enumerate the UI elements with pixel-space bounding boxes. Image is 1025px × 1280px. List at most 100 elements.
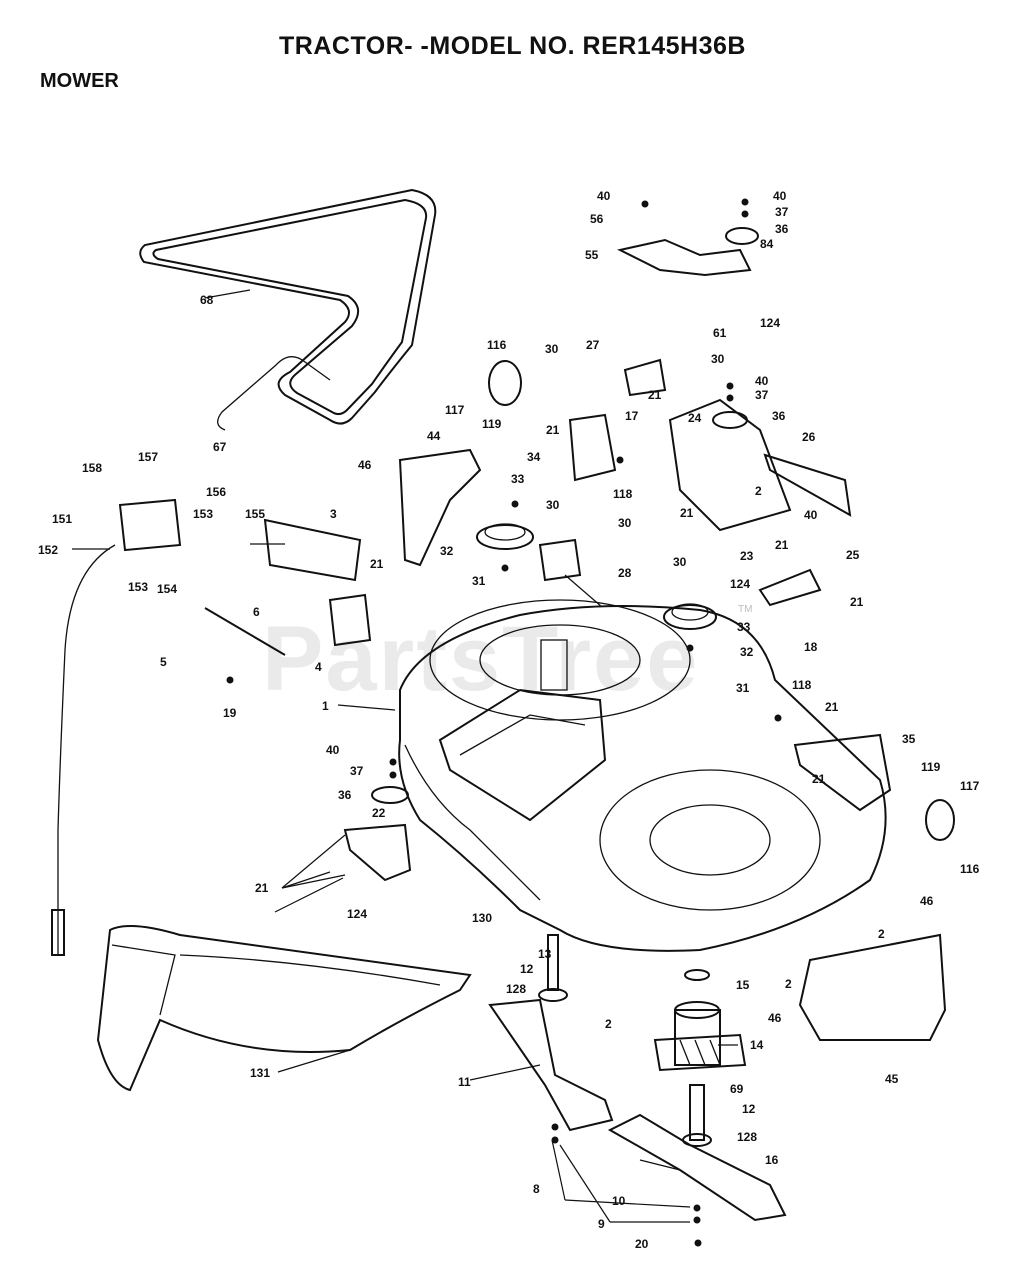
part-label-1: 1 [322,699,329,713]
blades [488,998,787,1222]
part-label-30: 30 [673,555,687,569]
part-label-153: 153 [128,580,148,594]
part-label-27: 27 [586,338,600,352]
part-label-37: 37 [350,764,364,778]
part-label-152: 152 [38,543,58,557]
part-label-40: 40 [773,189,787,203]
part-label-6: 6 [253,605,260,619]
spindle-assembly [653,969,747,1147]
part-label-30: 30 [545,342,559,356]
part-label-21: 21 [680,506,694,520]
part-label-28: 28 [618,566,632,580]
part-label-40: 40 [326,743,340,757]
part-label-2: 2 [878,927,885,941]
part-label-130: 130 [472,911,492,925]
mower-deck [398,599,887,952]
part-label-61: 61 [713,326,727,340]
spindle-shaft [538,934,568,1002]
part-label-21: 21 [775,538,789,552]
part-label-30: 30 [546,498,560,512]
part-label-154: 154 [157,582,177,596]
part-label-18: 18 [804,640,818,654]
brackets [118,238,947,1041]
part-label-151: 151 [52,512,72,526]
part-label-116: 116 [487,338,507,352]
part-label-46: 46 [768,1011,782,1025]
part-label-24: 24 [688,411,702,425]
part-label-45: 45 [885,1072,899,1086]
part-label-21: 21 [825,700,839,714]
part-label-9: 9 [598,1217,605,1231]
part-label-46: 46 [358,458,372,472]
part-label-157: 157 [138,450,158,464]
part-label-40: 40 [755,374,769,388]
part-label-37: 37 [775,205,789,219]
part-label-21: 21 [850,595,864,609]
part-label-5: 5 [160,655,167,669]
part-label-69: 69 [730,1082,744,1096]
part-label-117: 117 [445,403,465,417]
part-label-17: 17 [625,409,639,423]
part-label-20: 20 [635,1237,649,1251]
discharge-chute [96,925,472,1092]
part-label-31: 31 [736,681,750,695]
part-label-2: 2 [755,484,762,498]
part-label-131: 131 [250,1066,270,1080]
part-label-11: 11 [458,1075,471,1089]
part-label-30: 30 [711,352,725,366]
part-label-155: 155 [245,507,265,521]
part-label-13: 13 [538,947,552,961]
part-label-35: 35 [902,732,916,746]
part-label-34: 34 [527,450,541,464]
part-label-31: 31 [472,574,486,588]
part-label-21: 21 [812,772,826,786]
part-label-84: 84 [760,237,774,251]
part-label-124: 124 [760,316,780,330]
part-label-33: 33 [511,472,525,486]
part-label-55: 55 [585,248,599,262]
trademark-mark: TM [738,604,752,615]
part-label-3: 3 [330,507,337,521]
part-label-116: 116 [960,862,980,876]
part-label-21: 21 [648,388,662,402]
section-label: MOWER [40,70,119,92]
part-label-33: 33 [737,620,751,634]
part-label-158: 158 [82,461,102,475]
drive-belt [139,188,437,431]
part-label-119: 119 [921,760,941,774]
part-label-37: 37 [755,388,769,402]
part-label-12: 12 [520,962,534,976]
hardware [226,198,782,1247]
part-label-25: 25 [846,548,860,562]
part-label-16: 16 [765,1153,779,1167]
part-label-67: 67 [213,440,227,454]
part-label-23: 23 [740,549,754,563]
part-label-156: 156 [206,485,226,499]
part-label-10: 10 [612,1194,626,1208]
part-label-15: 15 [736,978,750,992]
part-label-124: 124 [347,907,367,921]
part-label-124: 124 [730,577,750,591]
part-label-32: 32 [740,645,754,659]
part-label-117: 117 [960,779,980,793]
part-label-8: 8 [533,1182,540,1196]
part-label-128: 128 [506,982,526,996]
part-label-21: 21 [370,557,384,571]
cable [51,544,116,956]
part-label-36: 36 [338,788,352,802]
part-label-19: 19 [223,706,237,720]
part-label-128: 128 [737,1130,757,1144]
part-labels: 1 2 2 2 2 3 4 5 6 8 9 10 11 12 12 13 14 … [38,189,980,1251]
part-label-118: 118 [613,487,633,501]
leader-lines [72,289,738,1223]
part-label-119: 119 [482,417,502,431]
part-label-30: 30 [618,516,632,530]
part-label-32: 32 [440,544,454,558]
part-label-12: 12 [742,1102,756,1116]
part-label-40: 40 [597,189,611,203]
part-label-68: 68 [200,293,214,307]
part-label-2: 2 [785,977,792,991]
part-label-44: 44 [427,429,441,443]
part-label-21: 21 [546,423,560,437]
